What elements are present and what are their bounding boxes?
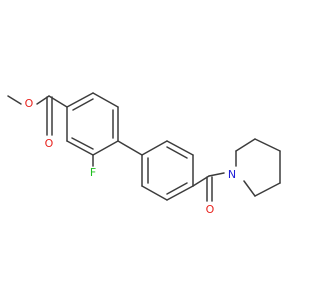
structure-canvas: O O F O N: [7, 92, 281, 216]
ringA-bond-5: [92, 140, 119, 156]
ringB-bond-2: [141, 140, 168, 156]
ringB-bond-6: [141, 185, 168, 201]
ringA-bond-2: [66, 92, 94, 108]
bond-amide-n: [208, 172, 225, 177]
atom-o-methoxy: O: [25, 97, 34, 110]
ringB-inner-3: [166, 182, 188, 195]
bond-biaryl: [117, 140, 143, 156]
pip-bond-5: [254, 182, 281, 197]
molecule-diagram: O O F O N: [7, 92, 281, 216]
ringA-inner-1: [72, 98, 94, 111]
bond-methyl-o: [7, 95, 22, 105]
pip-bond-2: [235, 138, 256, 152]
atom-n-amide: N: [228, 168, 236, 181]
ringB-bond-5: [166, 185, 194, 201]
ringB-inner-2: [166, 146, 188, 159]
atom-o-amide: O: [206, 203, 215, 216]
pip-bond-3: [254, 138, 281, 152]
atom-o-ester-carbonyl: O: [45, 137, 54, 150]
ringA-bond-6: [66, 140, 94, 156]
pip-bond-6: [243, 180, 256, 197]
ringA-bond-3: [92, 92, 119, 108]
ringA-inner-3: [71, 137, 94, 150]
atom-f: F: [90, 166, 96, 179]
ringB-bond-3: [166, 140, 194, 156]
